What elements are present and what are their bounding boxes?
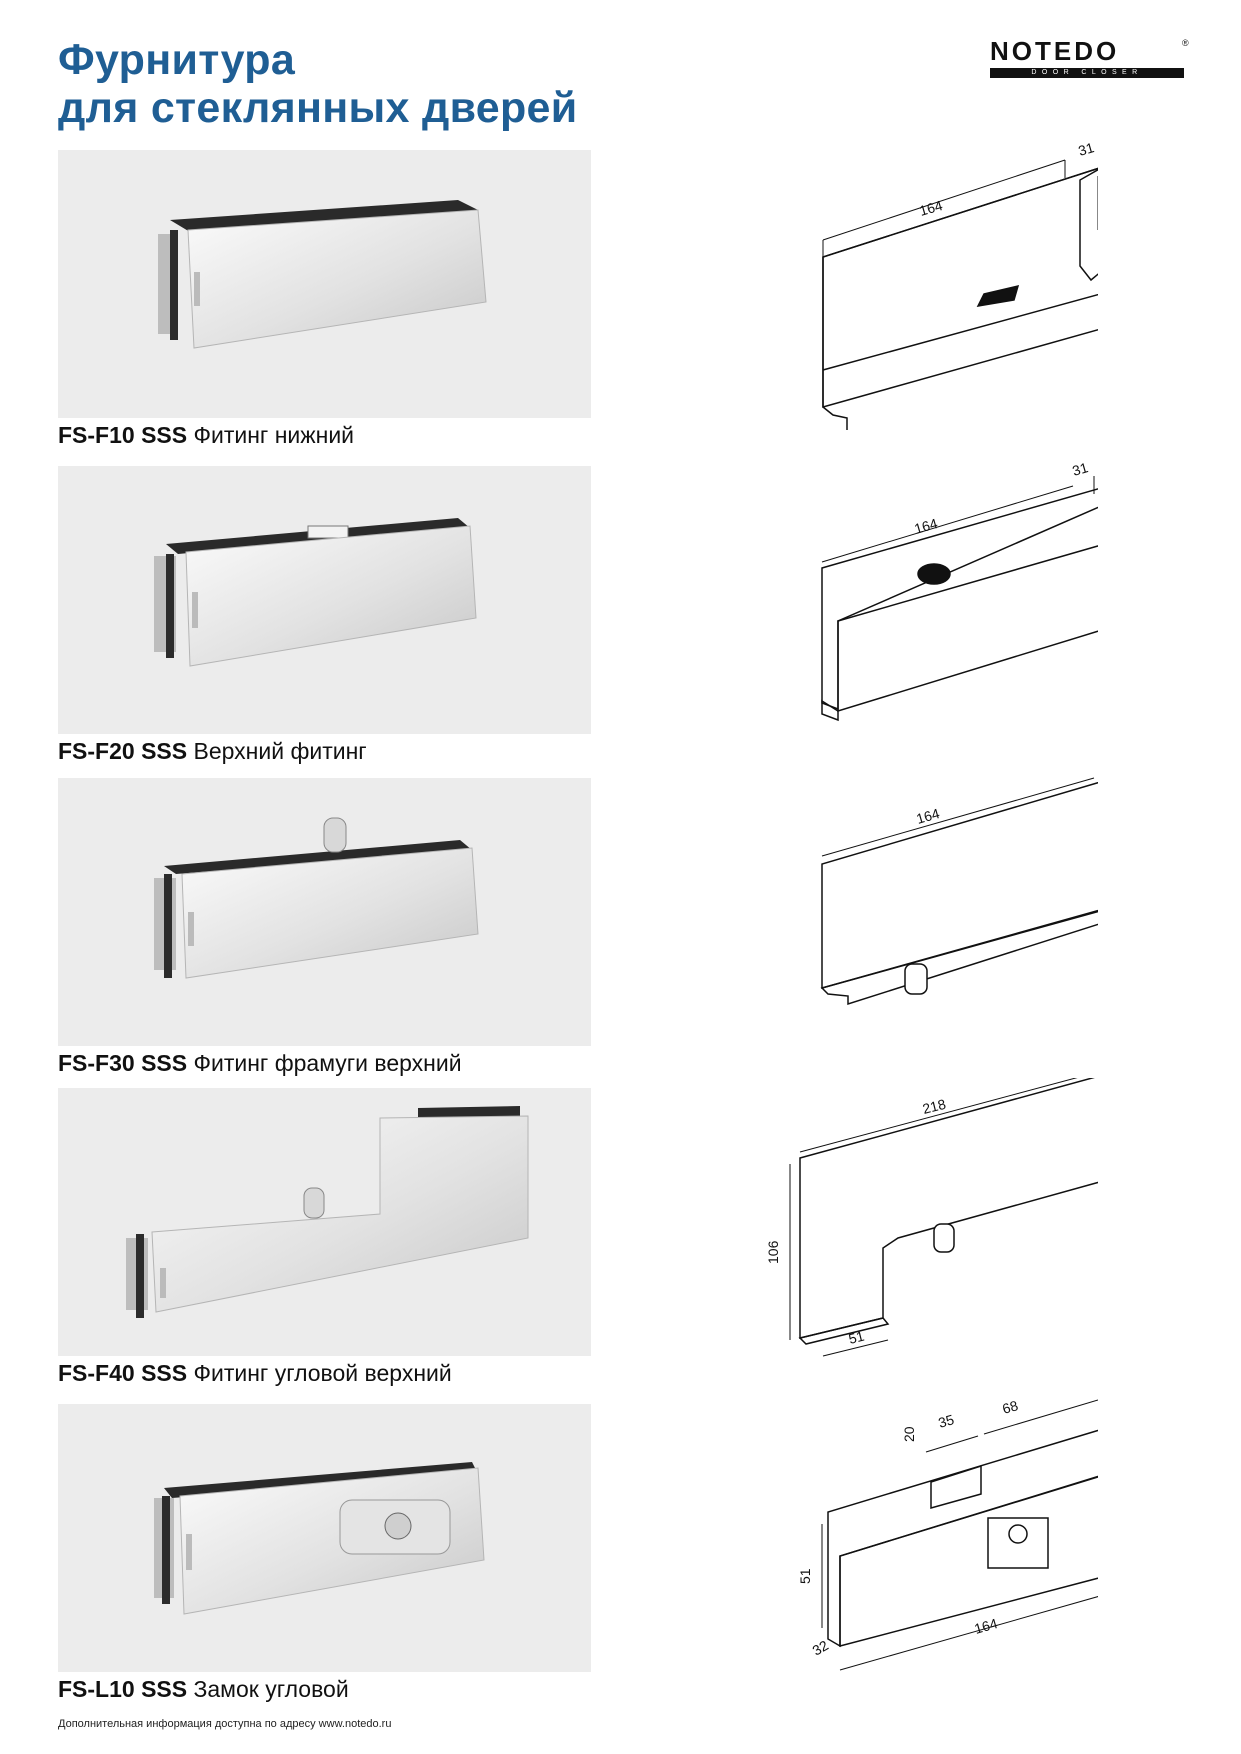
product-code: FS-F40 SSS [58,1360,188,1386]
product-name: Фитинг фрамуги верхний [193,1050,462,1076]
product-name: Фитинг нижний [193,422,355,448]
dim-depth: 31 [1076,140,1096,159]
dim-depth: 31 [1070,459,1090,479]
dim-top2: 35 [936,1411,956,1431]
dim-depth: 32 [810,1637,832,1659]
technical-drawing: 164 31 51 [821,459,1098,722]
technical-drawing: 164 31 51 [822,140,1098,430]
title-line-2: для стеклянных дверей [58,84,578,132]
product-caption: FS-F40 SSS Фитинг угловой верхний [58,1360,452,1387]
notedo-logo: NOTEDO ® DOOR CLOSER [990,36,1190,80]
product-code: FS-L10 SSS [58,1676,188,1702]
product-name: Верхний фитинг [193,738,367,764]
footer-note: Дополнительная информация доступна по ад… [58,1718,392,1730]
technical-drawing: 218 106 51 51 [765,1078,1098,1357]
product-photo [58,466,591,734]
product-caption: FS-F30 SSS Фитинг фрамуги верхний [58,1050,462,1077]
logo-registered-mark: ® [1182,38,1189,48]
page-title: Фурнитура для стеклянных дверей [58,36,578,132]
dim-length: 164 [972,1615,999,1637]
logo-wordmark: NOTEDO [990,36,1120,66]
product-card: FS-F20 SSS Верхний фитинг 164 31 51 [58,459,1218,776]
dim-foot: 51 [847,1328,866,1347]
dim-length: 164 [917,197,944,219]
product-card: FS-F30 SSS Фитинг фрамуги верхний 164 31… [58,768,1218,1088]
product-caption: FS-L10 SSS Замок угловой [58,1676,349,1703]
product-code: FS-F10 SSS [58,422,188,448]
product-code: FS-F30 SSS [58,1050,188,1076]
technical-drawing: 164 31 51 [820,768,1098,1006]
dim-top3: 68 [1000,1397,1020,1417]
dim-height: 51 [1097,550,1098,566]
dim-depth: 31 [1096,768,1098,781]
product-photo [58,778,591,1046]
dim-length: 164 [914,805,941,827]
product-card: FS-F40 SSS Фитинг угловой верхний 218 10… [58,1078,1218,1398]
dim-length: 164 [912,515,939,537]
product-card: FS-L10 SSS Замок угловой 164 51 32 20 35… [58,1397,1218,1714]
dim-height: 51 [1095,228,1098,244]
dim-height: 51 [797,1568,813,1584]
product-photo [58,1404,591,1672]
logo-tagline: DOOR CLOSER [990,68,1184,78]
product-name: Фитинг угловой верхний [193,1360,452,1386]
dim-tall: 106 [765,1240,781,1264]
product-card: FS-F10 SSS Фитинг нижний 164 31 51 [58,140,1218,460]
product-code: FS-F20 SSS [58,738,188,764]
product-caption: FS-F10 SSS Фитинг нижний [58,422,354,449]
technical-drawing: 164 51 32 20 35 68 [797,1397,1098,1671]
product-caption: FS-F20 SSS Верхний фитинг [58,738,367,765]
dim-length: 218 [921,1096,948,1117]
title-line-1: Фурнитура [58,36,296,84]
dim-top1: 20 [901,1426,917,1442]
product-name: Замок угловой [193,1676,349,1702]
product-photo [58,150,591,418]
product-photo [58,1088,591,1356]
